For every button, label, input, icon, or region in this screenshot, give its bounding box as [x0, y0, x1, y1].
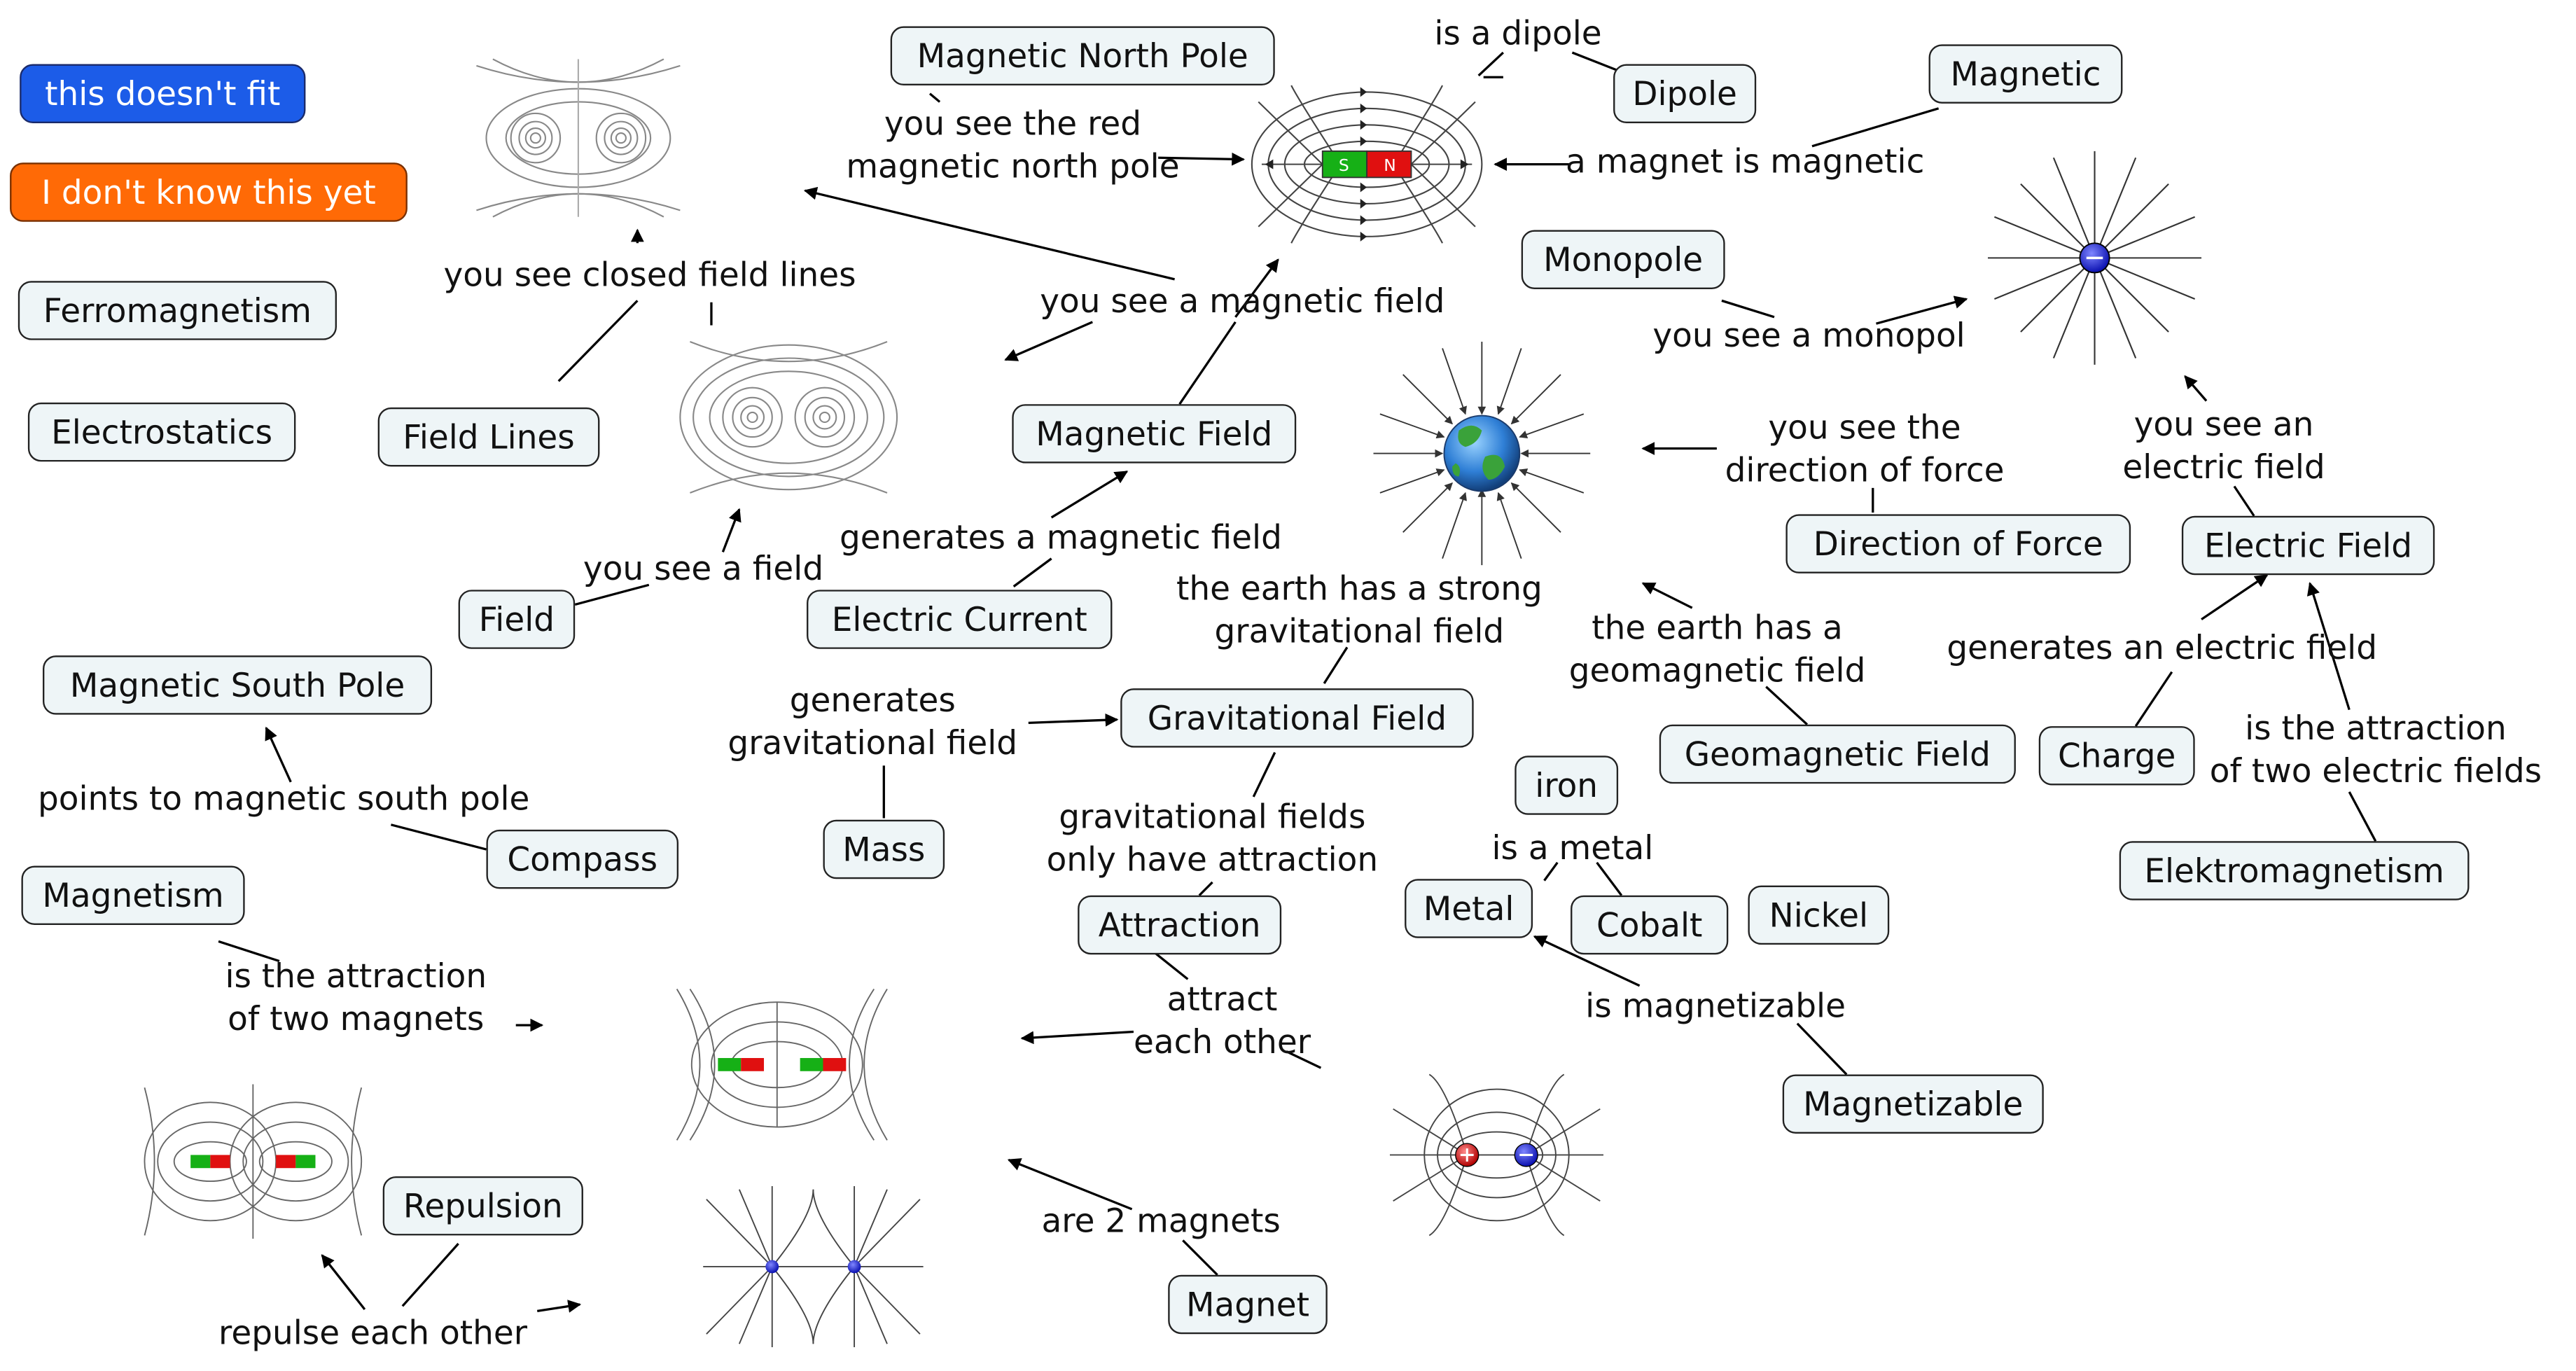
link-see-red-north-pole: you see the red magnetic north pole: [846, 103, 1180, 186]
concept-direction-of-force[interactable]: Direction of Force: [1785, 514, 2131, 573]
link-are-2-magnets: are 2 magnets: [1041, 1201, 1281, 1241]
bar-magnet-image: S N: [1251, 85, 1483, 244]
link-lines: [218, 51, 2377, 1313]
monopole-image: [1988, 151, 2202, 365]
concept-magnetism[interactable]: Magnetism: [21, 865, 245, 925]
like-charges-image: [703, 1186, 924, 1347]
magnet-south-label: S: [1339, 155, 1349, 175]
concept-geomagnetic-field[interactable]: Geomagnetic Field: [1659, 724, 2016, 784]
link-attraction-two-magnets: is the attraction of two magnets: [225, 956, 487, 1038]
link-see-monopol: you see a monopol: [1652, 315, 1965, 355]
concept-metal[interactable]: Metal: [1405, 879, 1533, 938]
concept-magnetic-north-pole[interactable]: Magnetic North Pole: [890, 26, 1275, 86]
concept-electric-current[interactable]: Electric Current: [807, 590, 1113, 649]
concept-cobalt[interactable]: Cobalt: [1571, 895, 1729, 955]
concept-elektromagnetism[interactable]: Elektromagnetism: [2119, 841, 2470, 900]
closed-field-lines-image: [476, 58, 681, 218]
link-earth-geomagnetic: the earth has a geomagnetic field: [1568, 608, 1866, 690]
concept-magnet[interactable]: Magnet: [1168, 1274, 1328, 1335]
concept-monopole[interactable]: Monopole: [1521, 230, 1725, 289]
link-earth-gravitational: the earth has a strong gravitational fie…: [1176, 568, 1543, 651]
link-generates-magnetic-field: generates a magnetic field: [839, 517, 1282, 557]
concept-field[interactable]: Field: [458, 590, 576, 649]
concept-magnetic-field[interactable]: Magnetic Field: [1012, 404, 1297, 464]
link-magnet-is-magnetic: a magnet is magnetic: [1566, 141, 1925, 181]
concept-repulsion[interactable]: Repulsion: [382, 1176, 583, 1236]
link-see-closed-field-lines: you see closed field lines: [443, 254, 856, 294]
concept-nickel[interactable]: Nickel: [1748, 885, 1890, 945]
electric-dipole-image: [1389, 1073, 1603, 1237]
link-see-direction-of-force: you see the direction of force: [1725, 407, 2005, 490]
concept-ferromagnetism[interactable]: Ferromagnetism: [18, 281, 337, 340]
link-points-to-south-pole: points to magnetic south pole: [37, 779, 530, 819]
legend-doesnt-fit: this doesn't fit: [20, 64, 306, 123]
concept-electrostatics[interactable]: Electrostatics: [27, 402, 296, 462]
legend-dont-know-yet: I don't know this yet: [10, 162, 408, 222]
concept-magnetizable[interactable]: Magnetizable: [1782, 1074, 2044, 1134]
concept-gravitational-field[interactable]: Gravitational Field: [1120, 688, 1474, 748]
link-is-a-metal: is a metal: [1491, 828, 1654, 868]
concept-compass[interactable]: Compass: [486, 829, 679, 889]
link-see-a-field: you see a field: [583, 548, 824, 588]
earth-gravitational-image: [1373, 342, 1591, 566]
link-generates-gravitational-field: generates gravitational field: [727, 680, 1018, 763]
link-attraction-two-electric-fields: is the attraction of two electric fields: [2209, 708, 2542, 791]
link-repulse-each-other: repulse each other: [218, 1312, 528, 1353]
link-gravitational-only-attraction: gravitational fields only have attractio…: [1046, 796, 1379, 879]
link-see-magnetic-field: you see a magnetic field: [1040, 281, 1445, 321]
concept-dipole[interactable]: Dipole: [1613, 64, 1757, 123]
link-see-electric-field: you see an electric field: [2122, 404, 2325, 487]
field-image: [679, 341, 898, 494]
magnet-north-label: N: [1384, 155, 1396, 175]
repelling-magnets-image: [144, 1084, 363, 1239]
concept-electric-field[interactable]: Electric Field: [2181, 515, 2435, 576]
link-is-a-dipole: is a dipole: [1434, 13, 1602, 53]
concept-field-lines[interactable]: Field Lines: [377, 407, 600, 467]
concept-charge[interactable]: Charge: [2038, 726, 2195, 786]
concept-magnetic-south-pole[interactable]: Magnetic South Pole: [43, 655, 433, 715]
link-generates-electric-field: generates an electric field: [1947, 627, 2378, 667]
concept-magnetic[interactable]: Magnetic: [1928, 44, 2123, 104]
attracting-magnets-image: [676, 988, 888, 1141]
concept-mass[interactable]: Mass: [823, 819, 945, 879]
concept-iron[interactable]: iron: [1515, 756, 1619, 815]
link-is-magnetizable: is magnetizable: [1585, 985, 1846, 1026]
concept-attraction[interactable]: Attraction: [1078, 895, 1282, 955]
link-attract-each-other: attract each other: [1133, 979, 1311, 1062]
